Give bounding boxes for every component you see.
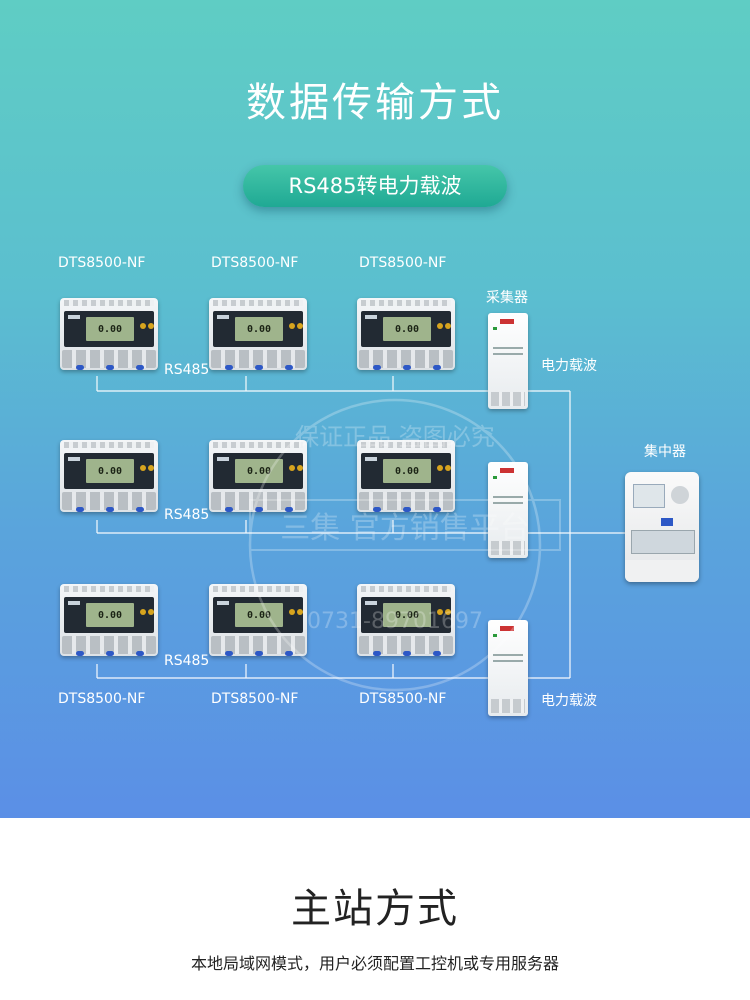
page-title: 数据传输方式 (246, 80, 504, 126)
energy-meter: 0.00 (60, 440, 158, 512)
section-title: 主站方式 (291, 886, 459, 932)
meter-model-label: DTS8500-NF (211, 255, 299, 271)
energy-meter: 0.00 (357, 584, 455, 656)
meter-model-label: DTS8500-NF (58, 255, 146, 271)
meter-model-label: DTS8500-NF (359, 691, 447, 707)
energy-meter: 0.00 (357, 440, 455, 512)
plc-label: 电力载波 (541, 358, 597, 374)
collector-device (488, 313, 528, 409)
watermark: 保证正品 盗图必究 三集 官方销售平台 0731-89701697 (0, 0, 750, 818)
collector-device (488, 620, 528, 716)
meter-model-label: DTS8500-NF (211, 691, 299, 707)
meter-display: 0.00 (247, 466, 272, 477)
rs485-label: RS485 (164, 653, 210, 669)
concentrator-label: 集中器 (644, 444, 686, 460)
meter-display: 0.00 (98, 610, 123, 621)
watermark-line1: 保证正品 盗图必究 (295, 423, 495, 451)
hero-panel: 数据传输方式 RS485转电力载波 DTS8500-NF DTS8500-NF … (0, 0, 750, 818)
energy-meter: 0.00 (357, 298, 455, 370)
energy-meter: 0.00 (209, 298, 307, 370)
mode-pill: RS485转电力载波 (243, 165, 507, 207)
collector-label: 采集器 (486, 290, 528, 306)
energy-meter: 0.00 (209, 440, 307, 512)
watermark-line2: 三集 官方销售平台 (280, 511, 530, 546)
energy-meter: 0.00 (60, 584, 158, 656)
meter-display: 0.00 (98, 466, 123, 477)
watermark-line3: 0731-89701697 (307, 609, 483, 634)
meter-model-label: DTS8500-NF (58, 691, 146, 707)
meter-display: 0.00 (98, 324, 123, 335)
concentrator-device (625, 472, 699, 582)
energy-meter: 0.00 (209, 584, 307, 656)
meter-display: 0.00 (247, 610, 272, 621)
meter-display: 0.00 (247, 324, 272, 335)
rs485-label: RS485 (164, 507, 210, 523)
meter-display: 0.00 (395, 610, 420, 621)
plc-label: 电力载波 (541, 693, 597, 709)
rs485-label: RS485 (164, 362, 210, 378)
meter-display: 0.00 (395, 324, 420, 335)
energy-meter: 0.00 (60, 298, 158, 370)
meter-display: 0.00 (395, 466, 420, 477)
meter-model-label: DTS8500-NF (359, 255, 447, 271)
section-subtitle: 本地局域网模式，用户必须配置工控机或专用服务器 (190, 954, 559, 973)
collector-device (488, 462, 528, 558)
